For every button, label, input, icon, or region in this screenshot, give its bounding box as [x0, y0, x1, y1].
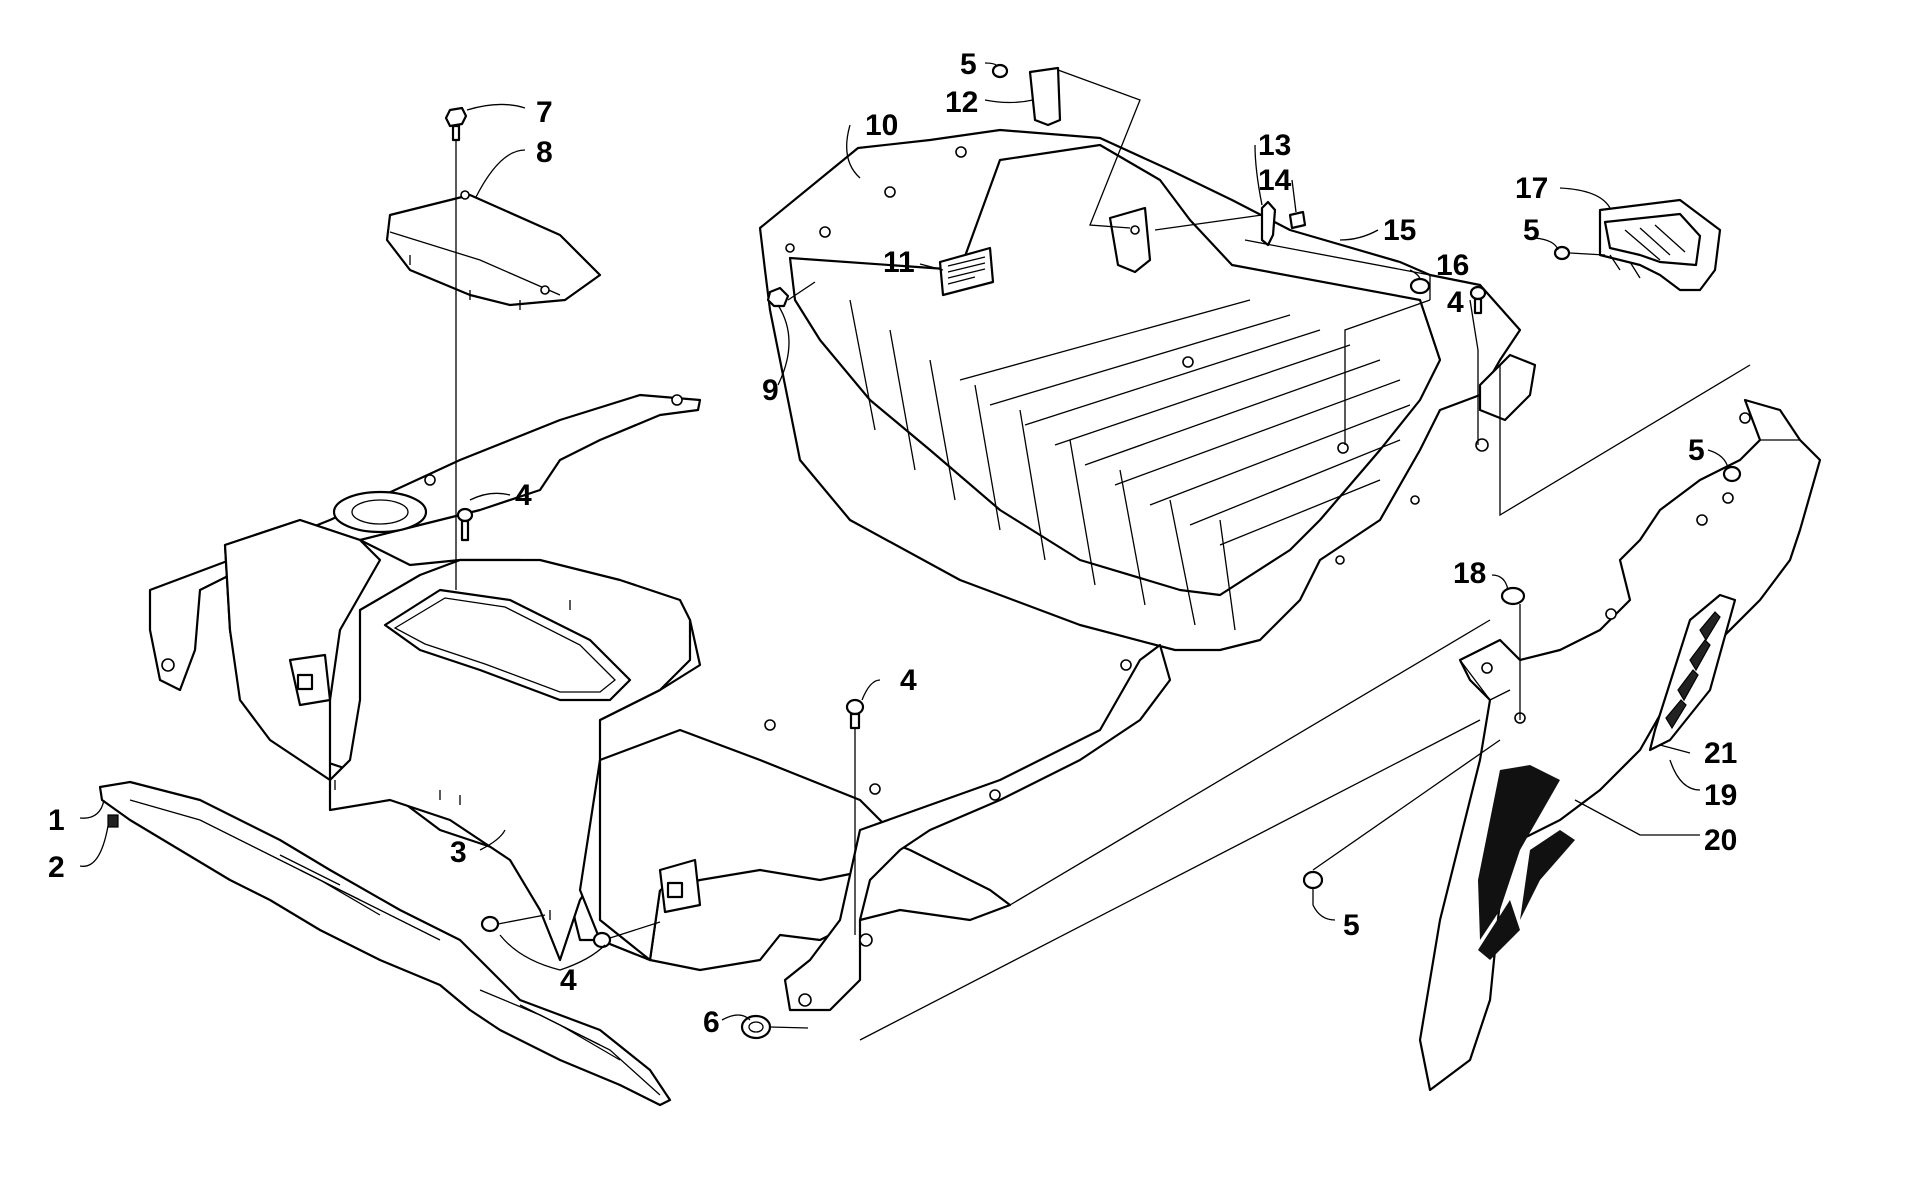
- plug-18-part: [1500, 586, 1526, 606]
- callout-3: 3: [450, 836, 467, 869]
- nut-5-panel-top-part: [1722, 465, 1742, 483]
- washer-16-part: [1409, 277, 1431, 295]
- grommet-6-part: [740, 1014, 772, 1040]
- callout-16: 16: [1436, 249, 1469, 282]
- bolt-7-part: [444, 106, 468, 142]
- nut-5-taillight-part: [1553, 245, 1571, 261]
- tail-light-part: [1598, 198, 1722, 292]
- callout-18: 18: [1453, 557, 1486, 590]
- callout-11: 11: [883, 246, 915, 279]
- screw-4-lower-right-part: [592, 931, 612, 949]
- callout-5-panel-top: 5: [1688, 434, 1705, 467]
- bumper-step-part: [98, 780, 672, 1107]
- callout-4-lower: 4: [560, 964, 577, 997]
- callout-4-tray: 4: [1447, 286, 1464, 319]
- callout-6: 6: [703, 1006, 720, 1039]
- callout-5-taillight: 5: [1523, 214, 1540, 247]
- screw-4-tray-part: [1469, 285, 1487, 315]
- bracket-12-part: [1028, 66, 1062, 127]
- tray-lid-part: [385, 190, 602, 310]
- callout-labels: 1 2 3 4 4 4 4 5 5 5 5 6 7 8 9 10 11 12 1…: [48, 48, 1737, 1039]
- side-panel-part: [1418, 398, 1822, 1092]
- callout-20: 20: [1704, 824, 1737, 857]
- callout-19: 19: [1704, 779, 1737, 812]
- callout-2: 2: [48, 851, 65, 884]
- callout-5-panel-bottom: 5: [1343, 909, 1360, 942]
- callout-7: 7: [536, 96, 553, 129]
- callout-1: 1: [48, 804, 65, 837]
- clip-13-part: [1260, 200, 1277, 247]
- cargo-box-part: [758, 128, 1537, 652]
- leader-lines: [79, 62, 1751, 1041]
- callout-9: 9: [762, 374, 779, 407]
- callout-13: 13: [1258, 129, 1291, 162]
- callout-15: 15: [1383, 214, 1416, 247]
- callout-4-right: 4: [900, 664, 917, 697]
- rear-body-panel-part: [148, 393, 1172, 1012]
- callout-14: 14: [1258, 164, 1292, 197]
- callout-5-top: 5: [960, 48, 977, 81]
- nut-5-top-part: [991, 63, 1009, 79]
- callout-8: 8: [536, 136, 553, 169]
- screw-14-part: [1288, 210, 1307, 230]
- callout-4-center: 4: [515, 479, 532, 512]
- callout-10: 10: [865, 109, 898, 142]
- screw-4-center-part: [456, 507, 474, 542]
- screw-4-right-part: [845, 698, 865, 730]
- callout-12: 12: [945, 86, 978, 119]
- clip-9-part: [766, 286, 790, 308]
- callout-21: 21: [1704, 737, 1737, 770]
- nut-5-panel-bottom-part: [1302, 870, 1324, 890]
- callout-17: 17: [1515, 172, 1548, 205]
- screw-4-lower-left-part: [480, 915, 500, 933]
